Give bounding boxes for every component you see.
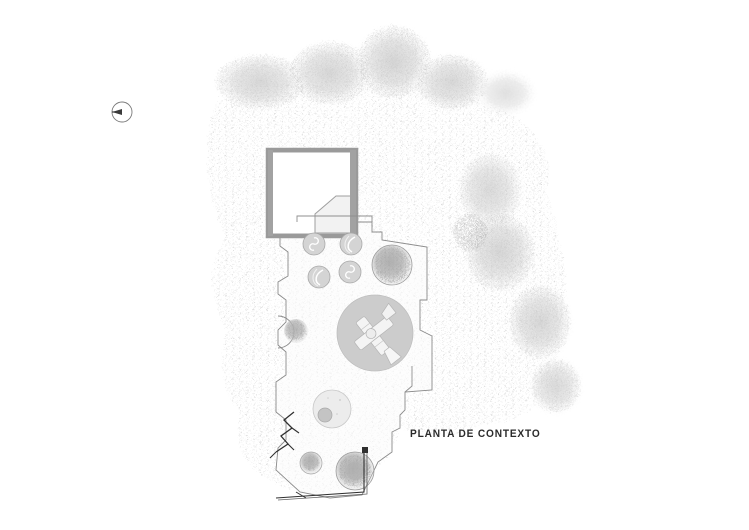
planter-disc-a [302,232,326,256]
south-gate-wall-inner [277,452,368,501]
planter-disc-group [302,232,363,289]
planter-disc-b [339,232,363,256]
lower-paved-disc [312,389,352,429]
canopy-north-west [212,52,308,112]
south-west-zigzag-wall [275,411,295,453]
south-gate-wall [275,452,365,499]
site-tree-south-large [335,451,375,491]
canopy-east-mid [453,209,539,295]
tree-canopy-group [212,22,585,417]
north-indicator [111,101,133,123]
wall-tick-a [269,451,277,459]
page-title: PLANTA DE CONTEXTO [410,428,541,440]
pavilion-west-wall [268,150,273,236]
wall-tick-c [291,427,300,434]
site-tree-east [371,244,413,286]
gate-post [362,447,368,453]
central-plaza [336,294,414,372]
canopy-east-lower [505,281,575,363]
upper-pavilion [265,147,359,239]
entry-ramp [314,195,355,234]
canopy-north-mid [285,38,375,108]
upper-boundary-lines [296,215,413,393]
planter-disc-c [307,265,331,289]
wall-tick-d [295,491,307,499]
boundary-walls [269,411,368,501]
site-tree-west [284,319,308,343]
canopy-north-east [412,51,492,113]
playground-sculpture [354,302,402,366]
pavilion-east-wall [350,150,356,236]
lower-disc-inner [317,407,333,423]
planter-disc-d [338,260,362,284]
canopy-east-foot [527,355,585,417]
site-tree-south-small [299,451,323,475]
wall-tick-b [287,443,295,451]
canopy-north-far [473,68,539,118]
